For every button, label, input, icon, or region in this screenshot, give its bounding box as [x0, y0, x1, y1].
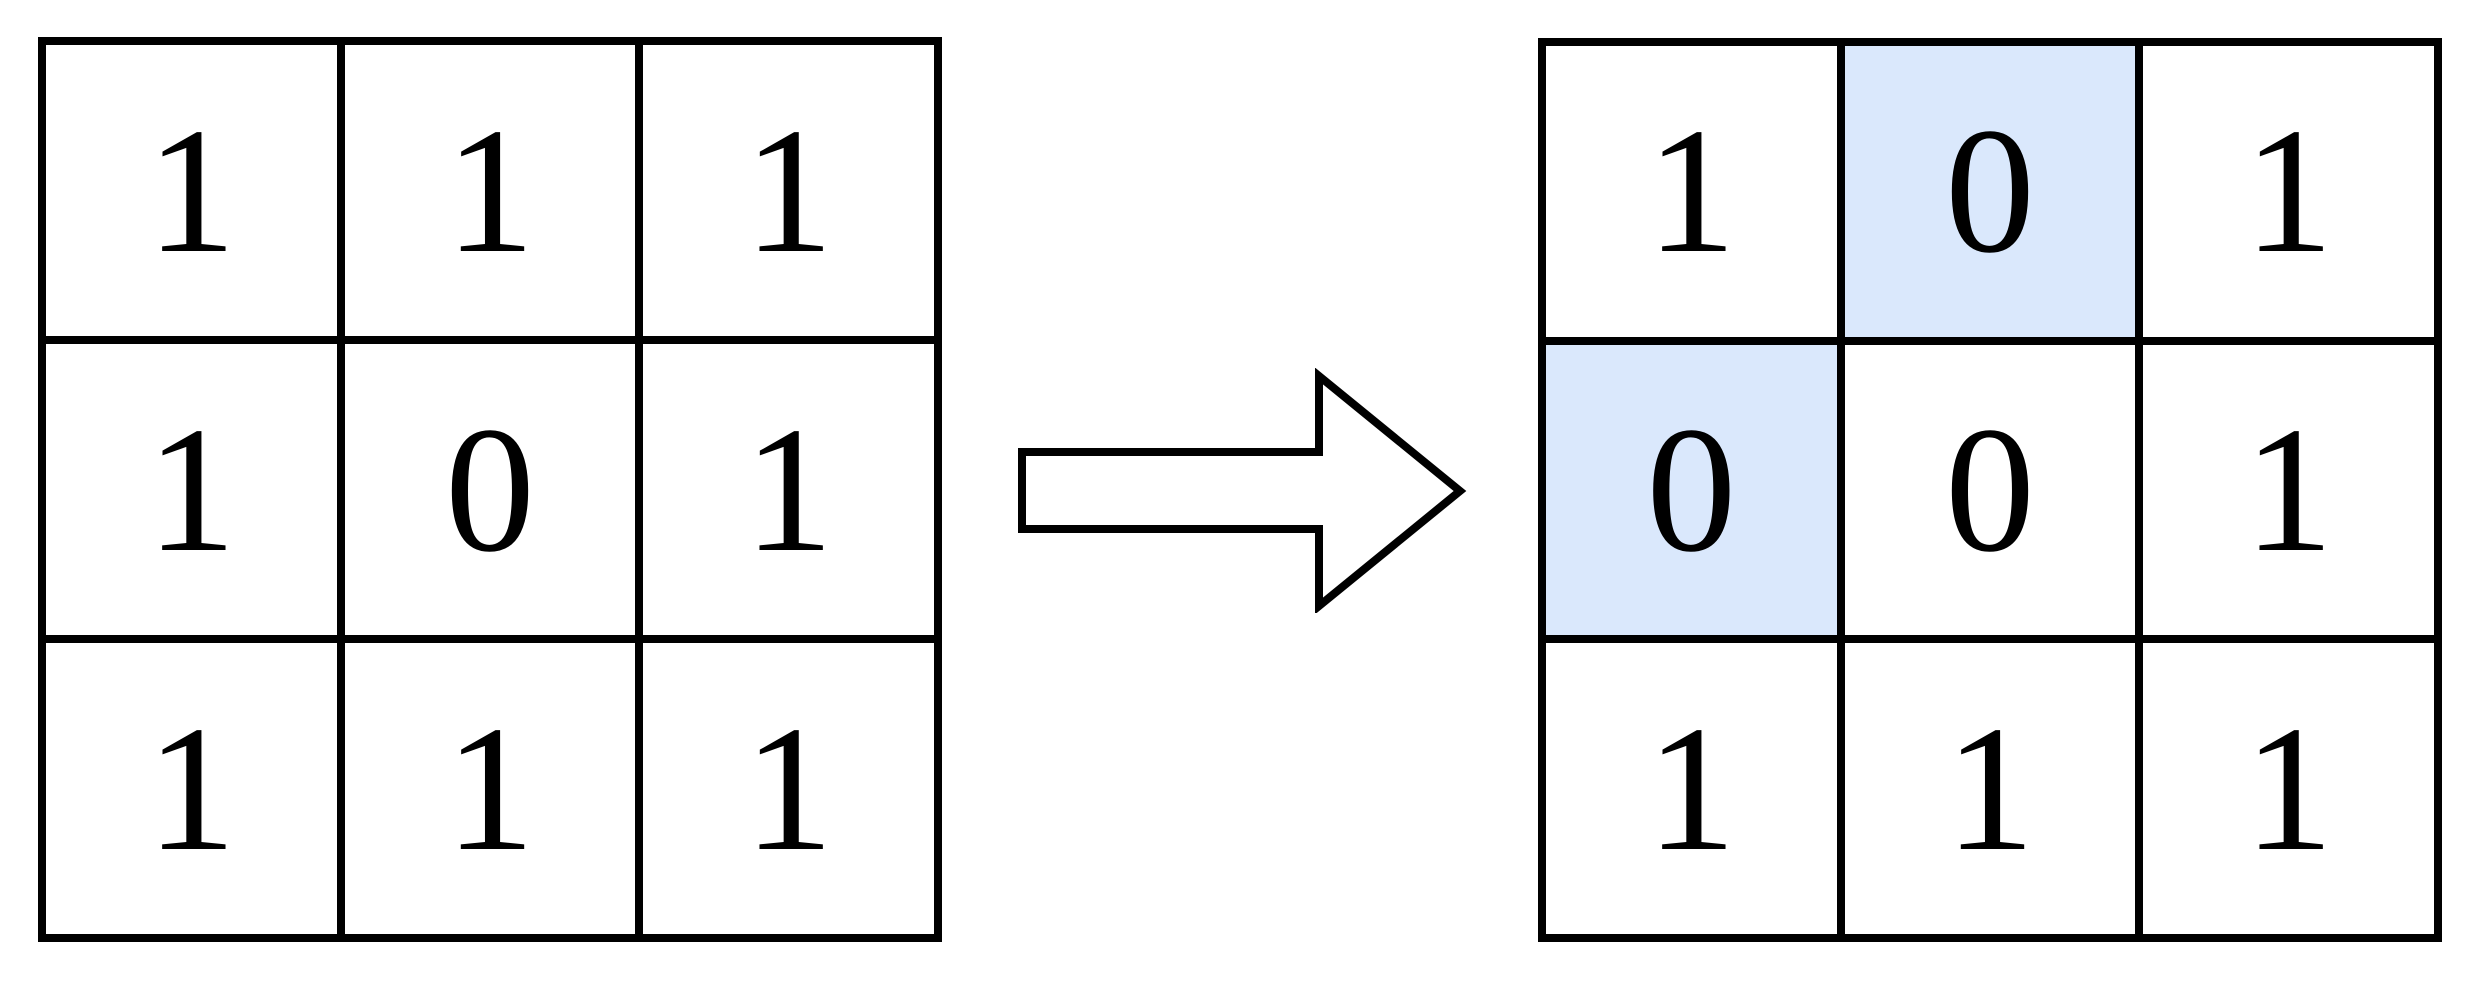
grid-cell: 1	[2139, 340, 2438, 640]
grid-cell: 1	[1840, 639, 2140, 938]
grid-cell: 1	[1542, 639, 1841, 938]
input-grid: 1 1 1 1 0 1 1 1 1	[38, 37, 942, 942]
output-grid: 1 0 1 0 0 1 1 1 1	[1538, 38, 2442, 942]
grid-cell: 1	[340, 41, 640, 340]
grid-cell: 1	[639, 41, 938, 340]
arrow-right-icon	[1018, 368, 1467, 613]
grid-cell: 1	[639, 340, 938, 639]
grid-cell: 0	[1840, 340, 2140, 640]
grid-cell: 1	[2139, 42, 2438, 341]
grid-cell: 0	[340, 340, 640, 639]
grid-cell: 0	[1542, 340, 1841, 640]
grid-cell: 1	[639, 639, 938, 938]
grid-cell: 1	[42, 639, 341, 938]
grid-cell: 0	[1840, 42, 2140, 341]
grid-cell: 1	[2139, 639, 2438, 938]
grid-cell: 1	[42, 340, 341, 639]
arrow-right-shape	[1018, 368, 1467, 613]
grid-cell: 1	[42, 41, 341, 340]
grid-cell: 1	[340, 639, 640, 938]
grid-cell: 1	[1542, 42, 1841, 341]
